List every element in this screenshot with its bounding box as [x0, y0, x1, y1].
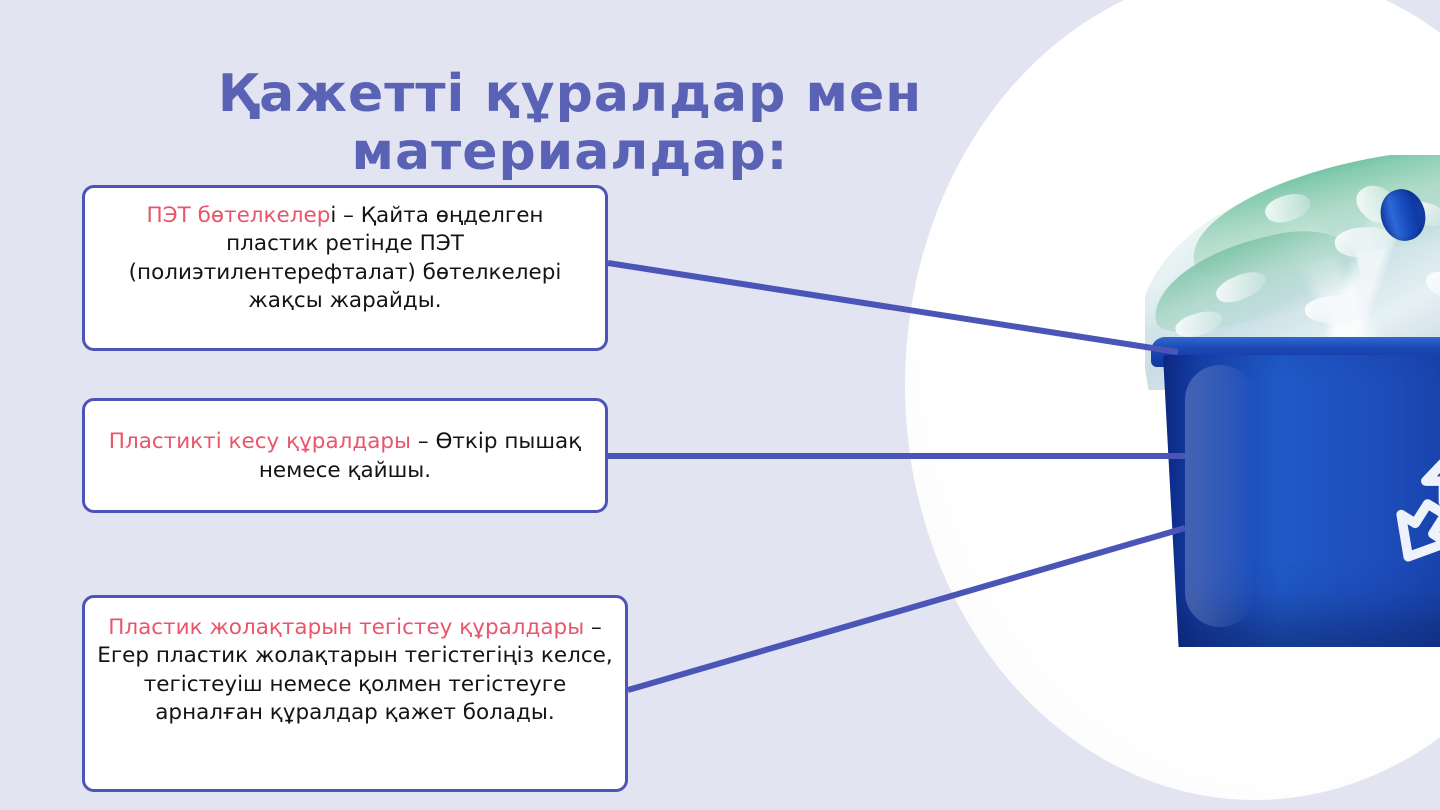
- bin-body: [1163, 355, 1440, 647]
- callout-text: Пластикті кесу құралдары – Өткір пышақ н…: [97, 428, 593, 485]
- callout-text: ПЭТ бөтелкелері – Қайта өңделген пластик…: [97, 202, 593, 316]
- callout-lead: Пластикті кесу құралдары: [108, 429, 412, 455]
- callout-body: – Өткір пышақ немесе қайшы.: [258, 429, 582, 483]
- callout-cutting-tools[interactable]: Пластикті кесу құралдары – Өткір пышақ н…: [82, 398, 608, 513]
- callout-text: Пластик жолақтарын тегістеу құралдары – …: [97, 614, 613, 728]
- recycling-bin-illustration: [1145, 155, 1440, 675]
- callout-pet-bottles[interactable]: ПЭТ бөтелкелері – Қайта өңделген пластик…: [82, 185, 608, 351]
- recycling-symbol-icon: [1396, 459, 1440, 562]
- callout-body: – Егер пластик жолақтарын тегістегіңіз к…: [97, 615, 613, 726]
- callout-lead: Пластик жолақтарын тегістеу құралдары: [108, 615, 585, 640]
- page-title: Қажетті құралдар мен материалдар:: [217, 63, 923, 183]
- bin-gloss-highlight: [1185, 365, 1255, 627]
- callout-lead: ПЭТ бөтелкелер: [146, 203, 331, 228]
- callout-smoothing-tools[interactable]: Пластик жолақтарын тегістеу құралдары – …: [82, 595, 628, 792]
- callout-body: і – Қайта өңделген пластик ретінде ПЭТ (…: [128, 203, 562, 314]
